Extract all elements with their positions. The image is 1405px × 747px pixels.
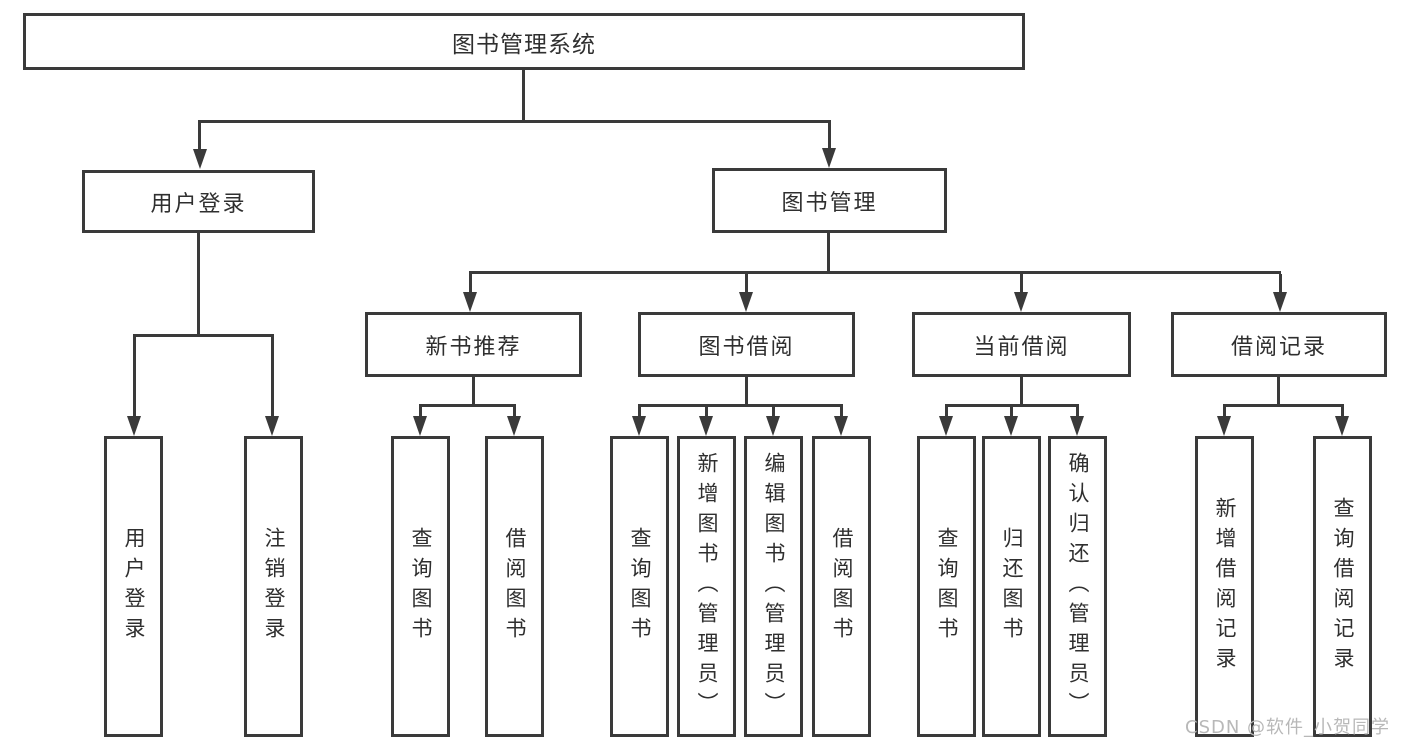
node-query-books-borrowing: 查询图书 [610,436,669,737]
node-book-borrowing-label: 图书借阅 [698,334,795,360]
node-query-books-recommend-label: 查询图书 [409,526,433,647]
connector-line [1341,407,1344,417]
node-borrow-books-recommend-label: 借阅图书 [503,526,527,647]
node-add-borrow-record-label: 新增借阅记录 [1213,496,1237,677]
connector-line [419,404,516,407]
connector-line [745,274,748,292]
node-user-login-label: 用户登录 [150,191,247,217]
connector-line [198,120,831,123]
arrow-down-icon [766,416,780,436]
connector-line [197,233,200,336]
connector-line [1020,274,1023,292]
connector-line [945,404,1079,407]
node-add-book-admin: 新增图书（管理员） [677,436,736,737]
arrow-down-icon [265,416,279,436]
node-query-borrow-record-label: 查询借阅记录 [1331,496,1355,677]
node-query-books-current: 查询图书 [917,436,976,737]
connector-line [1279,274,1282,292]
node-new-book-recommend: 新书推荐 [365,312,582,377]
connector-line [1076,407,1079,417]
node-return-books: 归还图书 [982,436,1041,737]
connector-line [1277,377,1280,406]
node-book-management-label: 图书管理 [781,190,878,216]
connector-line [638,404,843,407]
node-current-borrowing: 当前借阅 [912,312,1131,377]
connector-line [198,123,201,150]
node-borrow-books-recommend: 借阅图书 [485,436,544,737]
node-new-book-recommend-label: 新书推荐 [425,334,522,360]
node-root-label: 图书管理系统 [452,31,596,58]
node-query-books-borrowing-label: 查询图书 [628,526,652,647]
node-confirm-return-admin-label: 确认归还（管理员） [1066,451,1090,722]
connector-line [522,70,525,122]
arrow-down-icon [1217,416,1231,436]
node-return-books-label: 归还图书 [1000,526,1024,647]
node-add-book-admin-label: 新增图书（管理员） [695,451,719,722]
connector-line [1223,404,1344,407]
connector-line [828,123,831,150]
connector-line [133,334,274,337]
connector-line [945,407,948,417]
arrow-down-icon [822,148,836,168]
node-user-login: 用户登录 [82,170,315,233]
node-add-borrow-record: 新增借阅记录 [1195,436,1254,737]
node-query-books-recommend: 查询图书 [391,436,450,737]
arrow-down-icon [1014,292,1028,312]
connector-line [827,233,830,273]
node-user-login-leaf: 用户登录 [104,436,163,737]
arrow-down-icon [127,416,141,436]
connector-line [745,377,748,406]
node-borrowing-records: 借阅记录 [1171,312,1387,377]
node-query-borrow-record: 查询借阅记录 [1313,436,1372,737]
node-logout: 注销登录 [244,436,303,737]
arrow-down-icon [834,416,848,436]
arrow-down-icon [1335,416,1349,436]
arrow-down-icon [1004,416,1018,436]
node-edit-book-admin: 编辑图书（管理员） [744,436,803,737]
node-user-login-leaf-label: 用户登录 [122,526,146,647]
node-edit-book-admin-label: 编辑图书（管理员） [762,451,786,722]
arrow-down-icon [739,292,753,312]
connector-line [638,407,641,417]
arrow-down-icon [632,416,646,436]
connector-line [1020,377,1023,406]
connector-line [772,407,775,417]
connector-line [271,337,274,417]
arrow-down-icon [699,416,713,436]
arrow-down-icon [413,416,427,436]
node-query-books-current-label: 查询图书 [935,526,959,647]
node-borrow-books: 借阅图书 [812,436,871,737]
connector-line [705,407,708,417]
node-confirm-return-admin: 确认归还（管理员） [1048,436,1107,737]
node-borrow-books-label: 借阅图书 [830,526,854,647]
connector-line [133,337,136,417]
connector-line [419,407,422,417]
connector-line [1223,407,1226,417]
node-current-borrowing-label: 当前借阅 [973,334,1070,360]
arrow-down-icon [463,292,477,312]
connector-line [469,274,472,292]
connector-line [840,407,843,417]
node-root: 图书管理系统 [23,13,1025,70]
arrow-down-icon [939,416,953,436]
csdn-watermark: CSDN @软件_小贺同学 [1185,717,1391,738]
arrow-down-icon [507,416,521,436]
connector-line [472,377,475,406]
arrow-down-icon [1070,416,1084,436]
connector-line [513,407,516,417]
node-borrowing-records-label: 借阅记录 [1230,334,1327,360]
connector-line [469,271,1281,274]
arrow-down-icon [1273,292,1287,312]
arrow-down-icon [193,149,207,169]
node-book-management: 图书管理 [712,168,947,233]
node-book-borrowing: 图书借阅 [638,312,855,377]
connector-line [1010,407,1013,417]
node-logout-label: 注销登录 [262,526,286,647]
